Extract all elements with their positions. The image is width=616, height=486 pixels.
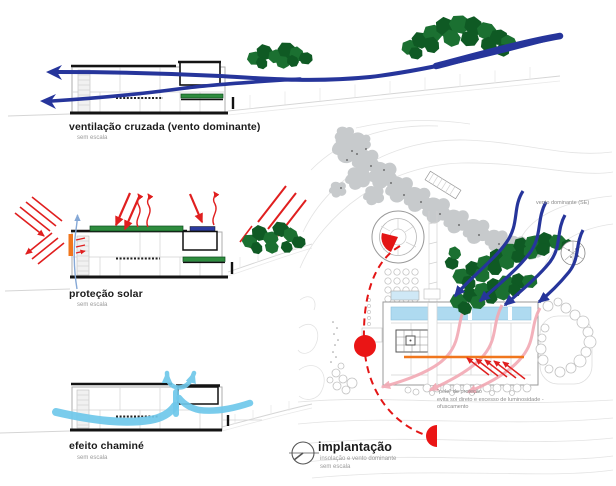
tree-cluster-section-2	[240, 218, 308, 257]
section-ventilacao-title: ventilação cruzada (vento dominante)	[69, 121, 261, 133]
skin-note-line-1: "pele" de proteção	[437, 389, 482, 395]
north-indicator-icon	[289, 441, 319, 465]
sun-position-noon-marker	[381, 233, 398, 252]
sun-ray-arrows	[14, 185, 307, 265]
site-plan-subtitle-1: insolação e vento dominante	[320, 456, 397, 462]
wind-flow-arrows	[40, 32, 564, 109]
section-protecao-subtitle: sem escala	[77, 302, 108, 308]
rock-masses	[328, 126, 543, 260]
section-chamine-subtitle: sem escala	[77, 455, 108, 461]
tree-plan-symbol	[560, 240, 586, 266]
bush-circles	[326, 297, 597, 396]
stack-air-rise-arrow	[73, 213, 81, 290]
site-plan-title: implantação	[318, 440, 393, 454]
section-protecao-title: proteção solar	[69, 288, 143, 300]
site-plan-subtitle-2: sem escala	[320, 464, 351, 470]
dominant-wind-label: vento dominante (SE)	[536, 200, 590, 206]
solar-protection-section-drawing	[4, 185, 313, 292]
building-section-1	[70, 60, 235, 115]
section-chamine-title: efeito chaminé	[69, 440, 144, 452]
skin-note-line-3: ofuscamento	[437, 404, 469, 410]
building-plan	[326, 288, 597, 396]
sun-position-marker-west	[426, 425, 437, 447]
pergola	[424, 170, 462, 200]
section-ventilacao-subtitle: sem escala	[77, 135, 108, 141]
sun-path	[354, 245, 437, 447]
dominant-wind-arrows	[453, 190, 585, 307]
ventilation-section-drawing	[7, 11, 564, 117]
airflow-arrows	[52, 370, 254, 426]
skin-note-line-2: evita sol direto e excesso de luminosida…	[437, 396, 544, 403]
chimney-effect-section-drawing	[0, 370, 313, 434]
site-plan-drawing	[289, 120, 614, 479]
circular-ramp	[371, 210, 425, 264]
brise-soleil-orange-bar	[68, 234, 73, 256]
building-section-2	[68, 225, 234, 279]
sun-position-marker-east	[354, 335, 376, 357]
skin-callout-arrows	[466, 357, 526, 380]
tree-cluster-section-1	[246, 11, 520, 72]
